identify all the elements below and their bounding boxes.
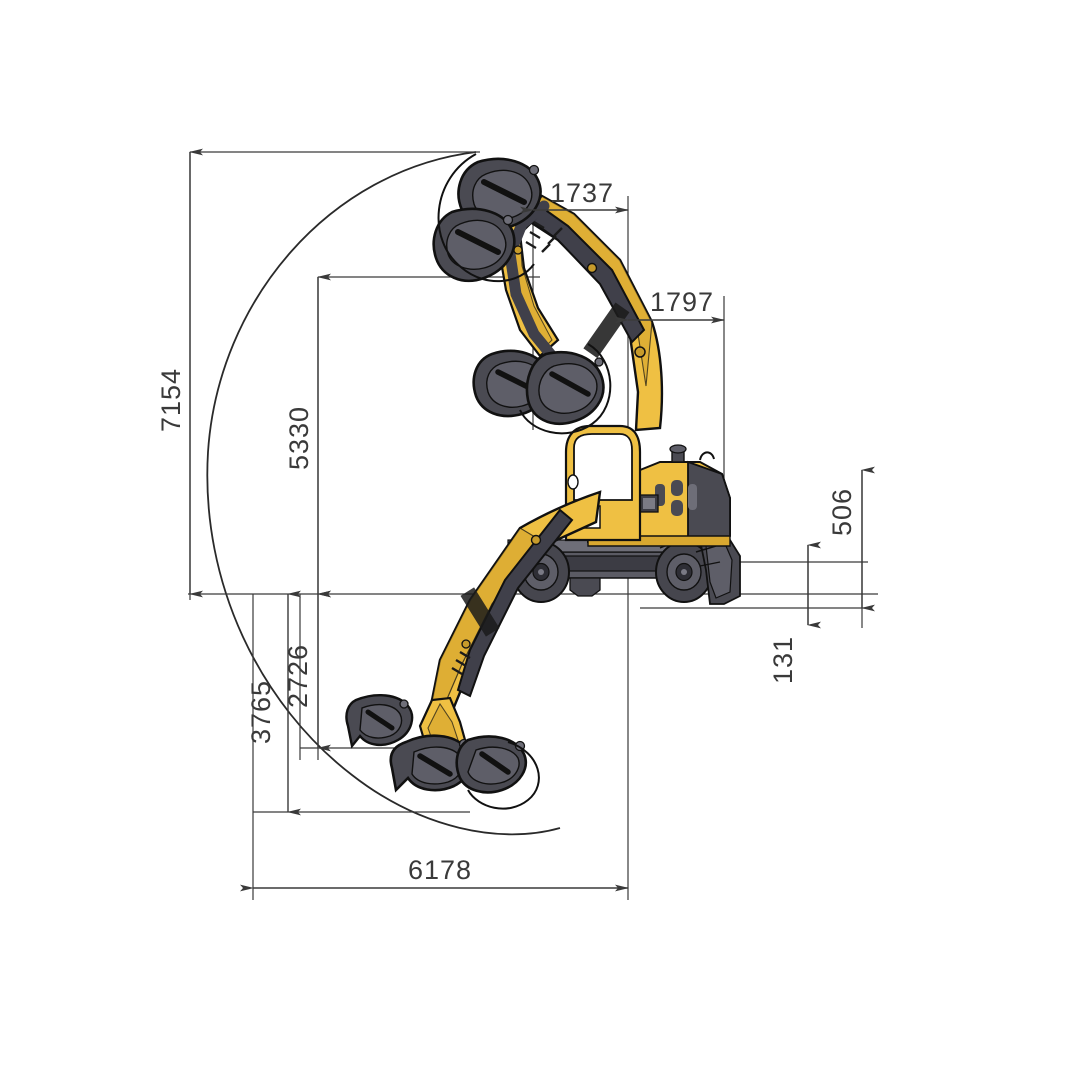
rear-wheel xyxy=(655,541,713,603)
dimension-label-1797: 1797 xyxy=(650,287,714,317)
bucket-top-b xyxy=(432,207,516,283)
boom-lower xyxy=(430,490,602,714)
bucket-swing-arc-top xyxy=(437,153,535,282)
dimension-label-5330: 5330 xyxy=(284,406,314,470)
bucket-swing-arc-mid xyxy=(519,343,612,435)
bucket-low-a xyxy=(345,694,414,749)
working-envelope-arc xyxy=(206,151,561,836)
dozer-blade xyxy=(695,539,741,605)
bucket-mid-b xyxy=(525,351,605,425)
bucket-swing-arc-low xyxy=(467,741,540,810)
dimension-label-3765: 3765 xyxy=(246,680,276,744)
dimension-label-6178: 6178 xyxy=(408,855,472,885)
bucket-low-c xyxy=(455,735,527,794)
boom-upper xyxy=(522,194,664,432)
dimension-label-506: 506 xyxy=(827,488,857,536)
dimension-label-1737: 1737 xyxy=(550,178,614,208)
dimension-label-131: 131 xyxy=(768,636,798,684)
dimension-label-7154: 7154 xyxy=(156,368,186,432)
